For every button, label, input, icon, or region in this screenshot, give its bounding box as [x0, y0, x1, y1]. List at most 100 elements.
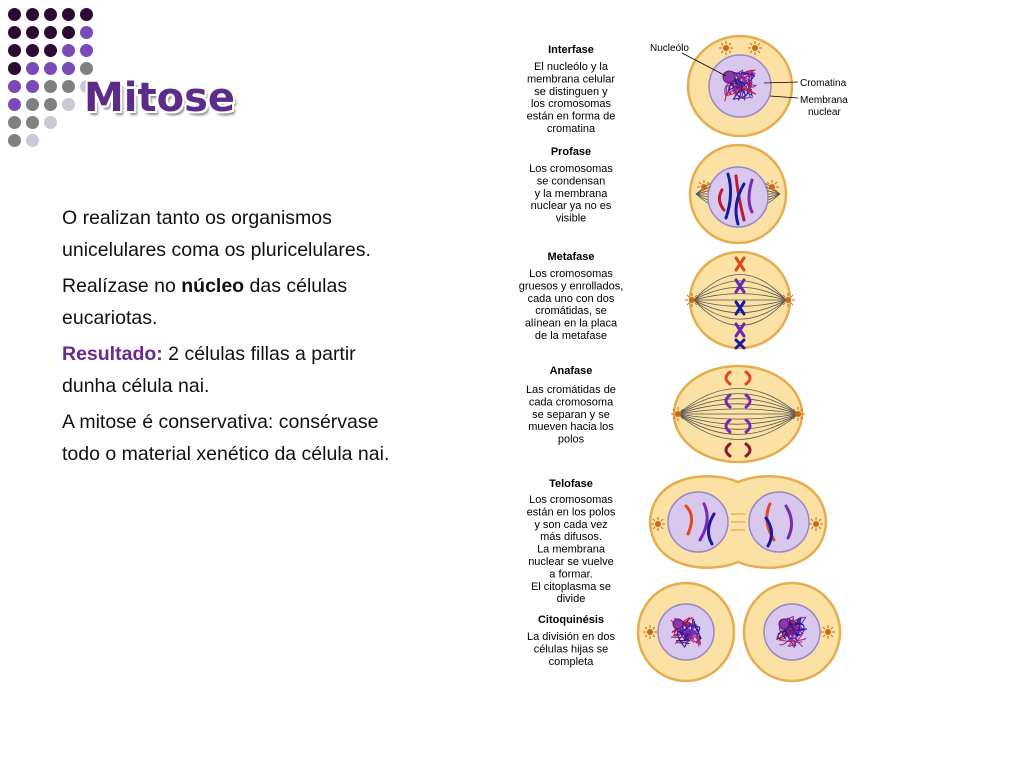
decorative-dot	[26, 44, 39, 57]
aster-ray	[728, 50, 732, 54]
phase-title: Telofase	[549, 478, 593, 490]
paragraph-text: A mitose é conservativa: consérvase todo…	[62, 411, 390, 465]
spindle-fiber	[677, 413, 799, 420]
decorative-dot	[62, 62, 75, 75]
phase-description: están en los polos	[527, 506, 616, 518]
aster-ray	[728, 42, 732, 46]
decorative-dot	[80, 80, 93, 93]
phase-description: de la metafase	[535, 330, 607, 342]
aster-ray	[830, 626, 834, 630]
decorative-dot	[8, 44, 21, 57]
decorative-dot	[26, 8, 39, 21]
phase-description: cromatina	[547, 123, 596, 135]
aster-ray	[766, 181, 770, 185]
centriole	[752, 45, 758, 51]
decorative-dot	[62, 26, 75, 39]
spindle-fiber	[693, 299, 787, 326]
decorative-dot	[80, 62, 93, 75]
phase-description: El nucleólo y la	[534, 61, 609, 73]
phase-description: nuclear se vuelve	[528, 556, 614, 568]
aster-ray	[644, 634, 648, 638]
chromosome	[724, 393, 752, 409]
aster-ray	[680, 416, 684, 420]
phase-description: gruesos y enrollados,	[519, 280, 624, 292]
nucleus	[748, 491, 810, 553]
decorative-dot	[26, 116, 39, 129]
slide-title: Mitose	[84, 75, 236, 121]
chromosome	[724, 172, 733, 220]
chromatin-strand	[725, 84, 740, 97]
pointer-line	[763, 81, 799, 84]
chromosome	[724, 418, 752, 434]
phase-title: Interfase	[548, 44, 594, 56]
phase-description: se distinguen y	[534, 86, 608, 98]
aster-ray	[706, 181, 710, 185]
decorative-dot	[62, 98, 75, 111]
aster-ray	[818, 518, 822, 522]
aster-ray	[782, 302, 786, 306]
aster-ray	[810, 526, 814, 530]
spindle-fiber	[677, 408, 799, 415]
chromatin-strand	[729, 82, 747, 100]
phase-description: alínean en la placa	[525, 318, 618, 330]
centriole	[813, 521, 819, 527]
decorative-dot	[26, 62, 39, 75]
spindle-fiber	[677, 413, 799, 435]
paragraph-text: 2 células fillas a partir dunha célula n…	[62, 343, 356, 397]
decorative-dot	[44, 80, 57, 93]
paragraph-text: das células eucariotas.	[62, 275, 348, 329]
aster-ray	[792, 408, 796, 412]
decorative-dot	[26, 98, 39, 111]
chromatin-strand	[680, 618, 701, 642]
decorative-dot	[44, 98, 57, 111]
phase-description: Los cromosomas	[529, 268, 613, 280]
centriole	[795, 411, 801, 417]
decorative-dot	[44, 62, 57, 75]
chromatin-label: Cromatina	[800, 78, 847, 89]
chromosome	[784, 504, 793, 540]
aster-ray	[720, 42, 724, 46]
decorative-dot	[8, 98, 21, 111]
aster-ray	[749, 50, 753, 54]
centriole	[689, 297, 695, 303]
pointer-line	[681, 52, 727, 77]
centriole	[825, 629, 831, 635]
centriole	[647, 629, 653, 635]
aster-ray	[800, 416, 804, 420]
phase-description: y son cada vez	[534, 519, 607, 531]
phase-title: Metafase	[547, 251, 594, 263]
phase-description: cada cromosoma	[529, 396, 614, 408]
spindle-fiber	[677, 393, 799, 415]
paragraph-text: Realízase no	[62, 275, 182, 297]
phase-title: Citoquinésis	[538, 614, 604, 626]
decorative-dot	[62, 8, 75, 21]
chromosome	[724, 442, 752, 458]
nuclear-membrane-label: nuclear	[808, 107, 841, 118]
phase-description: nuclear ya no es	[531, 200, 612, 212]
aster-ray	[766, 189, 770, 193]
phase-description: membrana celular	[527, 73, 615, 85]
phase-description: La división en dos	[527, 631, 616, 643]
aster-ray	[774, 189, 778, 193]
decorative-dot	[44, 44, 57, 57]
spindle-fiber	[693, 299, 787, 314]
aster-ray	[694, 294, 698, 298]
paragraph-text: O realizan tanto os organismos unicelula…	[62, 207, 371, 261]
decorative-dot	[62, 44, 75, 57]
chromatin-strand	[727, 78, 743, 101]
centriole	[655, 521, 661, 527]
phase-description: Los cromosomas	[529, 494, 613, 506]
spindle-fiber	[677, 403, 799, 415]
phase-title: Anafase	[550, 365, 593, 377]
phase-description: La membrana	[537, 544, 606, 556]
chromosome	[734, 278, 746, 294]
chromatin-strand	[786, 620, 801, 643]
phase-description: cromátidas, se	[535, 305, 607, 317]
aster-ray	[660, 518, 664, 522]
decorative-dot	[80, 44, 93, 57]
decorative-dot	[44, 116, 57, 129]
aster-ray	[782, 294, 786, 298]
phase-description: células hijas se	[534, 643, 609, 655]
decorative-dot	[80, 8, 93, 21]
